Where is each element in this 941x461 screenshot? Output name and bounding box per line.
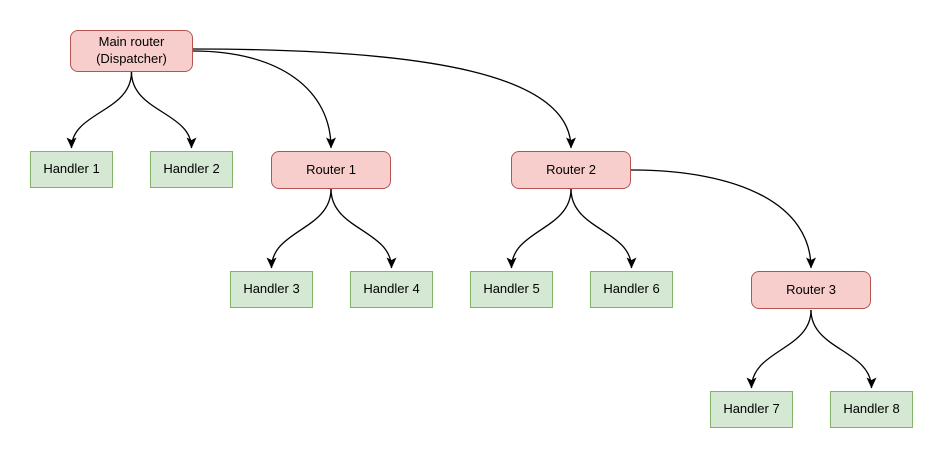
node-handler-4: Handler 4	[350, 271, 433, 308]
edge-router3-to-handler7	[746, 309, 812, 389]
node-router-2-label: Router 2	[546, 161, 596, 177]
node-handler-7: Handler 7	[710, 391, 793, 428]
edge-main-to-handler1	[66, 71, 133, 149]
node-handler-6: Handler 6	[590, 271, 673, 308]
node-handler-8-label: Handler 8	[843, 401, 900, 417]
edge-main-to-handler2	[130, 71, 197, 149]
node-handler-3: Handler 3	[230, 271, 313, 308]
edge-router2-to-handler6	[570, 188, 637, 269]
edge-main-to-router1	[192, 50, 336, 149]
edge-router1-to-handler3	[266, 188, 332, 269]
node-handler-7-label: Handler 7	[723, 401, 780, 417]
edge-router3-to-handler8	[810, 309, 877, 389]
node-router-2: Router 2	[511, 151, 631, 189]
node-handler-5: Handler 5	[470, 271, 553, 308]
node-handler-4-label: Handler 4	[363, 281, 420, 297]
node-handler-2-label: Handler 2	[163, 161, 220, 177]
node-router-3-label: Router 3	[786, 281, 836, 297]
node-handler-3-label: Handler 3	[243, 281, 300, 297]
node-handler-5-label: Handler 5	[483, 281, 540, 297]
edge-router2-to-router3	[630, 169, 816, 269]
node-handler-1: Handler 1	[30, 151, 113, 188]
edge-router2-to-handler5	[506, 188, 572, 269]
node-handler-2: Handler 2	[150, 151, 233, 188]
node-handler-6-label: Handler 6	[603, 281, 660, 297]
node-handler-8: Handler 8	[830, 391, 913, 428]
edge-main-to-router2	[192, 48, 576, 149]
node-main-router-label: Main router (Dispatcher)	[96, 34, 167, 66]
node-router-1: Router 1	[271, 151, 391, 189]
node-handler-1-label: Handler 1	[43, 161, 100, 177]
edge-router1-to-handler4	[330, 188, 397, 269]
node-main-router: Main router (Dispatcher)	[70, 30, 193, 72]
node-router-3: Router 3	[751, 271, 871, 309]
node-router-1-label: Router 1	[306, 161, 356, 177]
